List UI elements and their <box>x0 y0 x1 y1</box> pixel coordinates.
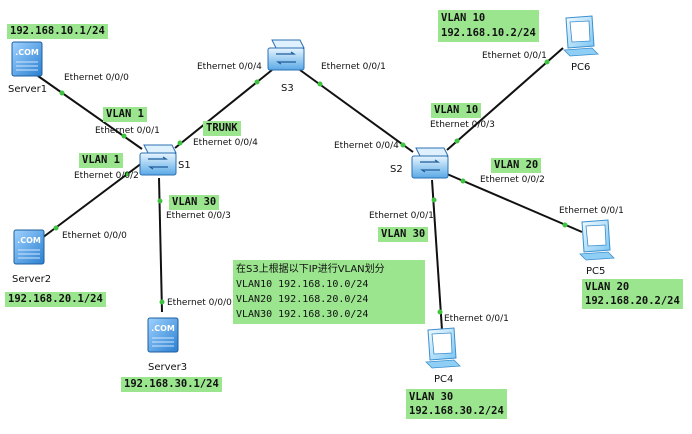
switch-icon[interactable] <box>267 39 305 71</box>
server-icon[interactable]: .COM <box>11 41 43 77</box>
pc-icon[interactable] <box>563 15 599 57</box>
device-label-server3: Server3 <box>148 362 187 373</box>
port-label: Ethernet 0/0/4 <box>334 141 399 151</box>
server-icon[interactable]: .COM <box>147 317 179 353</box>
tag-pc4: VLAN 30 192.168.30.2/24 <box>406 389 507 419</box>
link-s2-pc5 <box>446 173 583 233</box>
server-icon[interactable]: .COM <box>13 229 45 265</box>
pc-icon[interactable] <box>425 327 461 369</box>
switch-icon[interactable] <box>411 147 449 179</box>
port-label: Ethernet 0/0/2 <box>480 175 545 185</box>
tag-pc5: VLAN 20 192.168.20.2/24 <box>582 279 683 309</box>
port-label: Ethernet 0/0/4 <box>197 62 262 72</box>
port-label: Ethernet 0/0/0 <box>167 298 232 308</box>
vlan-tag-s1-port1: VLAN 1 <box>103 107 147 122</box>
tag-pc6: VLAN 10 192.168.10.2/24 <box>438 10 539 42</box>
com-label: .COM <box>151 324 175 333</box>
note-line: VLAN20 192.168.20.0/24 <box>236 294 369 305</box>
ip-tag-pc6: 192.168.10.2/24 <box>441 27 536 39</box>
device-label-server1: Server1 <box>8 84 47 95</box>
port-label: Ethernet 0/0/1 <box>369 211 434 221</box>
vlan-tag-pc5: VLAN 20 <box>585 281 630 293</box>
port-label: Ethernet 0/0/1 <box>482 51 547 61</box>
vlan-tag-s1-port3: VLAN 30 <box>169 195 220 210</box>
port-label: Ethernet 0/0/0 <box>64 73 129 83</box>
port-label: Ethernet 0/0/4 <box>193 138 258 148</box>
vlan-tag-s1-port2: VLAN 1 <box>79 153 123 168</box>
device-label-s3: S3 <box>281 83 294 94</box>
link-s1-server3 <box>158 177 163 313</box>
vlan-tag-s2-port1: VLAN 30 <box>378 227 429 242</box>
ip-tag-pc4: 192.168.30.2/24 <box>409 405 504 417</box>
device-label-pc5: PC5 <box>586 266 605 277</box>
ip-tag-server2: 192.168.20.1/24 <box>5 292 106 307</box>
port-label: Ethernet 0/0/3 <box>166 211 231 221</box>
link-s3-s2 <box>299 69 414 153</box>
port-label: Ethernet 0/0/1 <box>321 62 386 72</box>
device-label-server2: Server2 <box>12 274 51 285</box>
device-label-s2: S2 <box>390 164 403 175</box>
note-title: 在S3上根据以下IP进行VLAN划分 <box>236 264 385 275</box>
trunk-tag-s1-port4: TRUNK <box>203 121 241 136</box>
link-s2-pc4 <box>431 179 443 331</box>
ip-tag-server3: 192.168.30.1/24 <box>121 377 222 392</box>
device-label-pc6: PC6 <box>571 62 590 73</box>
note-line: VLAN30 192.168.30.0/24 <box>236 309 369 320</box>
vlan-tag-pc6: VLAN 10 <box>441 12 486 24</box>
note-line: VLAN10 192.168.10.0/24 <box>236 279 369 290</box>
switch-icon[interactable] <box>139 144 177 176</box>
port-label: Ethernet 0/0/0 <box>62 231 127 241</box>
vlan-tag-s2-port3: VLAN 10 <box>431 103 482 118</box>
link-s2-pc6 <box>446 47 564 151</box>
vlan-tag-s2-port2: VLAN 20 <box>491 158 542 173</box>
port-dots <box>53 59 568 315</box>
port-label: Ethernet 0/0/1 <box>444 314 509 324</box>
port-label: Ethernet 0/0/3 <box>430 120 495 130</box>
com-label: .COM <box>15 48 39 57</box>
device-label-s1: S1 <box>178 160 191 171</box>
vlan-plan-note: 在S3上根据以下IP进行VLAN划分 VLAN10 192.168.10.0/2… <box>233 260 425 324</box>
ip-tag-pc5: 192.168.20.2/24 <box>585 295 680 307</box>
port-label: Ethernet 0/0/1 <box>95 126 160 136</box>
port-label: Ethernet 0/0/1 <box>559 206 624 216</box>
pc-icon[interactable] <box>579 219 615 261</box>
com-label: .COM <box>17 236 41 245</box>
port-label: Ethernet 0/0/2 <box>74 171 139 181</box>
vlan-tag-pc4: VLAN 30 <box>409 391 454 403</box>
ip-tag-server1: 192.168.10.1/24 <box>7 24 108 39</box>
device-label-pc4: PC4 <box>434 374 453 385</box>
